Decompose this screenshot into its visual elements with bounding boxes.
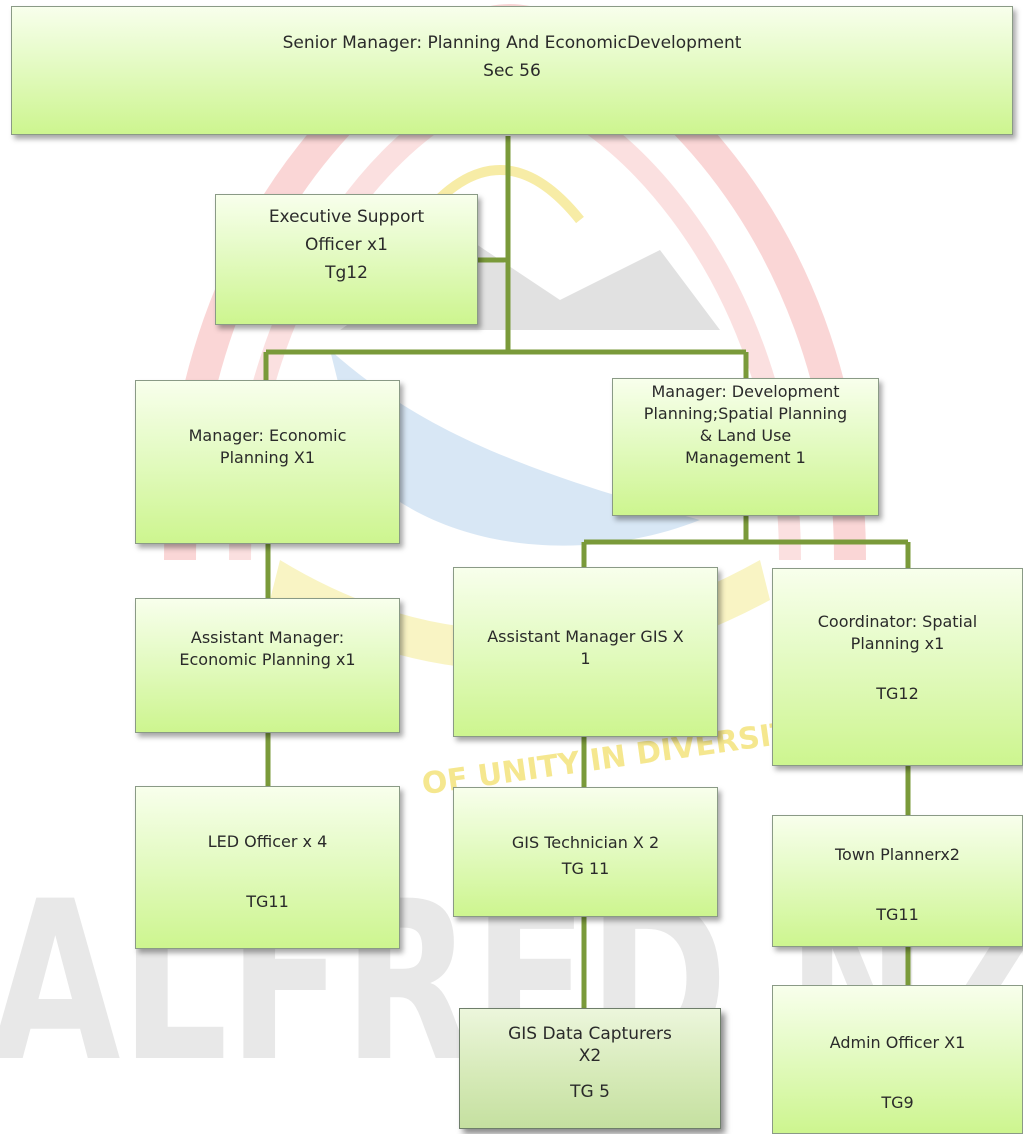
gis-data-capturers-title-line2: X2 (578, 1046, 602, 1066)
admin-officer-grade: TG9 (881, 1093, 914, 1112)
town-planner-box: Town Plannerx2 TG11 (772, 815, 1023, 947)
gis-data-capturers-box: GIS Data Capturers X2 TG 5 (459, 1008, 721, 1129)
manager-economic-box: Manager: Economic Planning X1 (135, 380, 400, 544)
senior-manager-title: Senior Manager: Planning And EconomicDev… (282, 33, 742, 53)
gis-data-capturers-title-line1: GIS Data Capturers (508, 1024, 672, 1044)
manager-economic-title-line2: Planning X1 (219, 448, 316, 467)
executive-support-box: Executive Support Officer x1 Tg12 (215, 194, 478, 325)
coordinator-spatial-title-line2: Planning x1 (850, 634, 945, 653)
executive-support-grade: Tg12 (325, 263, 368, 283)
crest-water (330, 350, 700, 546)
admin-officer-title: Admin Officer X1 (829, 1033, 966, 1052)
manager-development-line1: Manager: Development (651, 382, 840, 401)
senior-manager-box: Senior Manager: Planning And EconomicDev… (11, 6, 1013, 135)
led-officer-grade: TG11 (246, 892, 289, 911)
manager-development-line2: Planning;Spatial Planning (643, 404, 848, 423)
executive-support-title-line2: Officer x1 (305, 235, 388, 255)
asst-manager-economic-title-line1: Assistant Manager: (190, 628, 345, 647)
asst-manager-economic-box: Assistant Manager: Economic Planning x1 (135, 598, 400, 733)
gis-technician-box: GIS Technician X 2 TG 11 (453, 787, 718, 917)
town-planner-title: Town Plannerx2 (835, 845, 960, 864)
executive-support-title-line1: Executive Support (268, 207, 425, 227)
manager-economic-title-line1: Manager: Economic (188, 426, 347, 445)
gis-technician-title: GIS Technician X 2 (511, 833, 660, 852)
asst-manager-gis-title-line1: Assistant Manager GIS X (487, 627, 684, 646)
gis-technician-grade: TG 11 (561, 859, 610, 878)
coordinator-spatial-title-line1: Coordinator: Spatial (817, 612, 978, 631)
manager-development-box: Manager: Development Planning;Spatial Pl… (612, 378, 879, 516)
manager-development-line3: & Land Use (699, 426, 792, 445)
senior-manager-grade: Sec 56 (483, 61, 541, 81)
manager-development-line4: Management 1 (685, 448, 806, 467)
gis-data-capturers-grade: TG 5 (570, 1082, 610, 1102)
admin-officer-box: Admin Officer X1 TG9 (772, 985, 1023, 1134)
asst-manager-economic-title-line2: Economic Planning x1 (179, 650, 356, 669)
asst-manager-gis-box: Assistant Manager GIS X 1 (453, 567, 718, 737)
led-officer-box: LED Officer x 4 TG11 (135, 786, 400, 949)
coordinator-spatial-grade: TG12 (876, 684, 919, 703)
asst-manager-gis-title-line2: 1 (580, 649, 591, 668)
coordinator-spatial-box: Coordinator: Spatial Planning x1 TG12 (772, 568, 1023, 766)
town-planner-grade: TG11 (876, 905, 919, 924)
led-officer-title: LED Officer x 4 (207, 832, 328, 851)
